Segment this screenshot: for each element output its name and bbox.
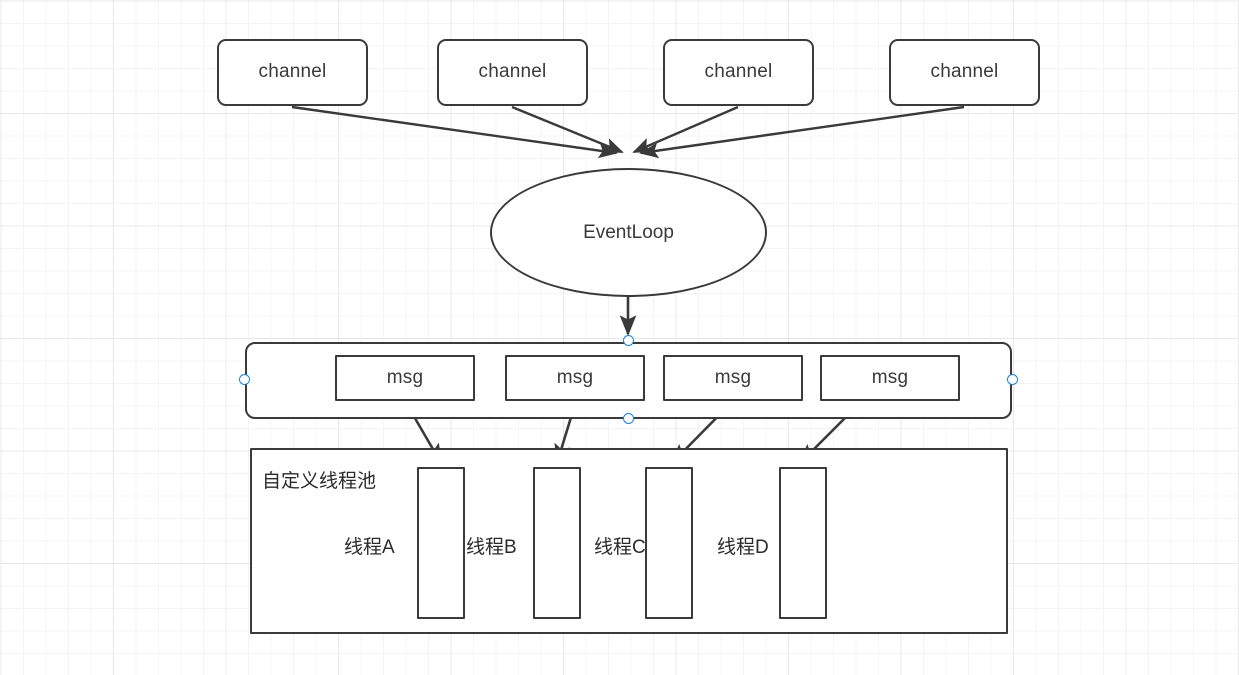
- channel-label: channel: [704, 61, 773, 83]
- thread-label-b: 线程B: [466, 537, 517, 558]
- msg-box-2[interactable]: msg: [505, 355, 645, 401]
- thread-label-a: 线程A: [344, 537, 395, 558]
- msg-box-3[interactable]: msg: [663, 355, 803, 401]
- channel-box-2[interactable]: channel: [437, 39, 588, 106]
- thread-pool-title: 自定义线程池: [262, 471, 377, 492]
- thread-bar-c[interactable]: [645, 467, 693, 619]
- thread-bar-b[interactable]: [533, 467, 581, 619]
- msg-label: msg: [871, 366, 909, 388]
- channel-box-3[interactable]: channel: [663, 39, 814, 106]
- channel-label: channel: [930, 61, 999, 83]
- edge-channel-3-to-eventloop: [632, 105, 739, 154]
- thread-pool-container[interactable]: [250, 448, 1008, 634]
- edge-channel-4-to-eventloop: [639, 105, 965, 159]
- msg-box-1[interactable]: msg: [335, 355, 475, 401]
- thread-label-d: 线程D: [717, 537, 769, 558]
- edge-channel-2-to-eventloop: [511, 105, 624, 154]
- thread-label-c: 线程C: [594, 537, 646, 558]
- msg-box-4[interactable]: msg: [820, 355, 960, 401]
- msg-label: msg: [386, 366, 424, 388]
- channel-box-1[interactable]: channel: [217, 39, 368, 106]
- eventloop-ellipse[interactable]: EventLoop: [490, 168, 767, 297]
- channel-to-eventloop-edges: [291, 105, 965, 159]
- msg-label: msg: [556, 366, 594, 388]
- selection-handle-right[interactable]: [1007, 374, 1018, 385]
- channel-box-4[interactable]: channel: [889, 39, 1040, 106]
- thread-bar-d[interactable]: [779, 467, 827, 619]
- channel-label: channel: [258, 61, 327, 83]
- eventloop-label: EventLoop: [583, 221, 674, 243]
- selection-handle-left[interactable]: [239, 374, 250, 385]
- selection-handle-bottom[interactable]: [623, 413, 634, 424]
- thread-bar-a[interactable]: [417, 467, 465, 619]
- channel-label: channel: [478, 61, 547, 83]
- msg-label: msg: [714, 366, 752, 388]
- selection-handle-top[interactable]: [623, 335, 634, 346]
- edge-channel-1-to-eventloop: [291, 105, 618, 159]
